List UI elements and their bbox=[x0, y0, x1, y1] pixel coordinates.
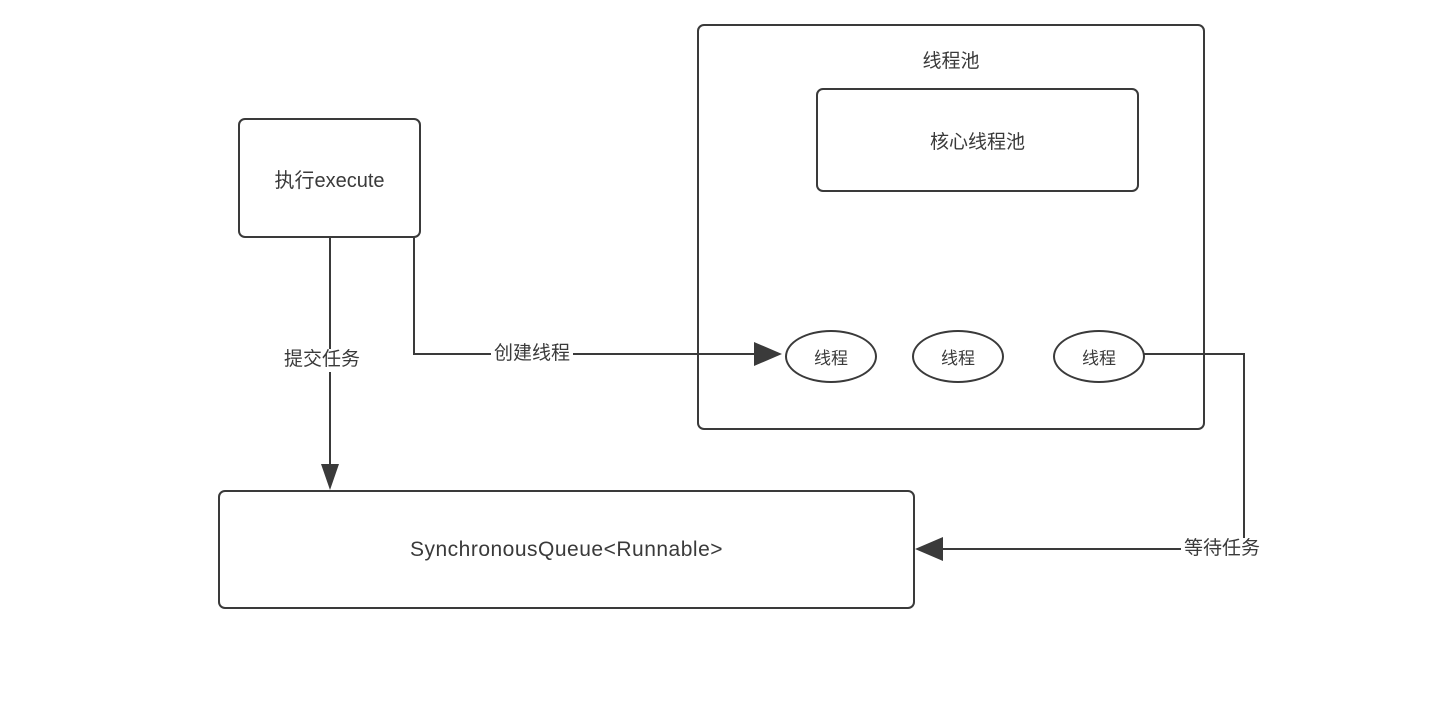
execute-box-label: 执行execute bbox=[274, 169, 385, 192]
thread-ellipse-2: 线程 bbox=[912, 330, 1004, 383]
thread-pool-title: 线程池 bbox=[922, 51, 980, 72]
core-pool-label: 核心线程池 bbox=[929, 131, 1025, 153]
wait-task-label: 等待任务 bbox=[1181, 538, 1264, 561]
thread-label: 线程 bbox=[1082, 349, 1116, 368]
wait-task-arrowhead-icon bbox=[915, 537, 943, 561]
submit-task-arrowhead-icon bbox=[321, 464, 339, 490]
thread-label: 线程 bbox=[941, 349, 975, 368]
execute-box: 执行execute bbox=[238, 118, 421, 238]
thread-ellipse-1: 线程 bbox=[785, 330, 877, 383]
wait-task-line-bottom bbox=[943, 548, 1245, 550]
core-pool-box: 核心线程池 bbox=[816, 88, 1139, 192]
create-thread-line-horizontal bbox=[413, 353, 754, 355]
wait-task-line-top bbox=[1143, 353, 1245, 355]
queue-box: SynchronousQueue<Runnable> bbox=[218, 490, 915, 609]
create-thread-arrowhead-icon bbox=[754, 342, 782, 366]
thread-label: 线程 bbox=[814, 349, 848, 368]
thread-ellipse-3: 线程 bbox=[1053, 330, 1145, 383]
create-thread-label: 创建线程 bbox=[491, 343, 574, 366]
wait-task-line-vertical bbox=[1243, 353, 1245, 549]
queue-box-label: SynchronousQueue<Runnable> bbox=[409, 537, 724, 561]
create-thread-line-vertical bbox=[413, 237, 415, 355]
submit-task-label: 提交任务 bbox=[281, 349, 364, 372]
